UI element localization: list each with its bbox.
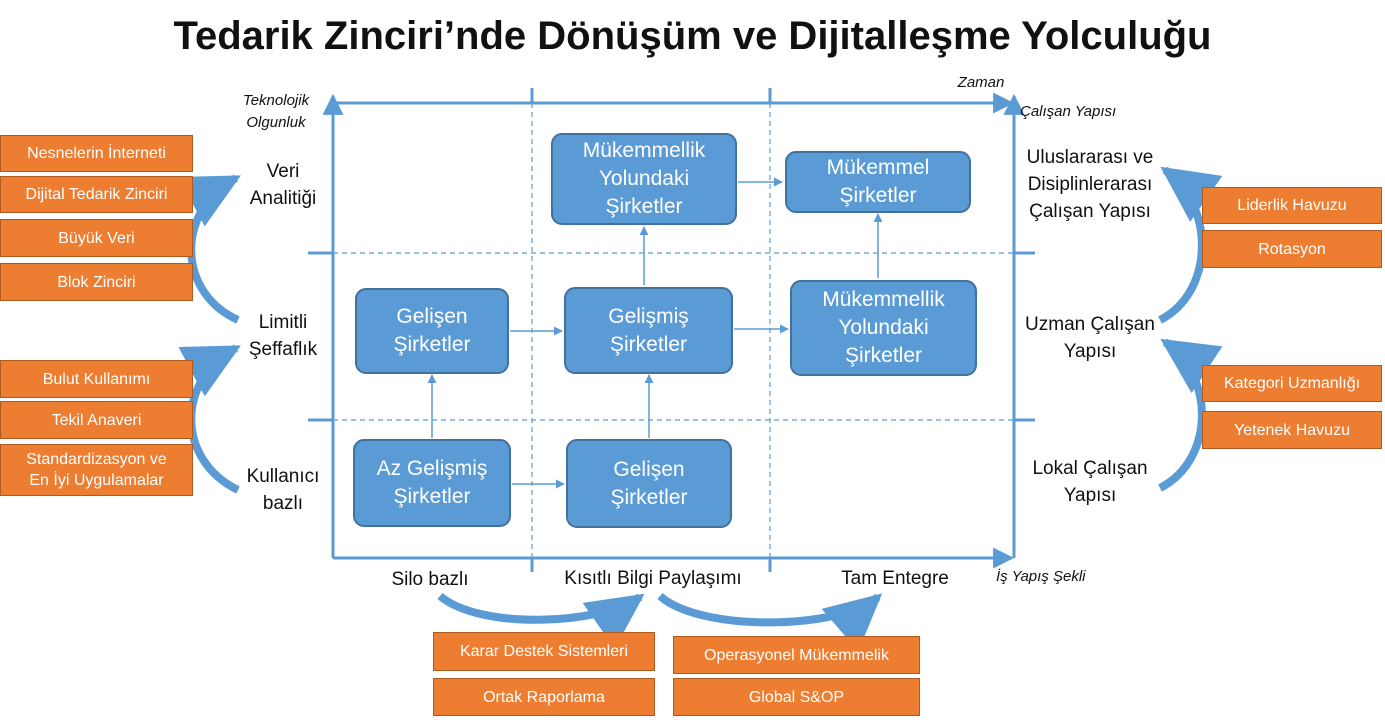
right-level-3: Lokal Çalışan Yapısı (1032, 458, 1148, 506)
right-level-1: Uluslararası ve Disiplinlerarası Çalışan… (1026, 147, 1154, 222)
box-mid-mid: Gelişmiş Şirketler (564, 287, 733, 374)
x-axis-bottom-label: İş Yapış Şekli (996, 568, 1086, 585)
tag-bottom-right-1: Operasyonel Mükemmelik (673, 636, 920, 674)
right-axis-label: Çalışan Yapısı (1020, 103, 1117, 120)
box-top-mid: Mükemmellik Yolundaki Şirketler (551, 133, 737, 225)
tag-left-bottom-2: Tekil Anaveri (0, 401, 193, 439)
y-axis-label: Teknolojik Olgunluk (242, 92, 310, 131)
right-upper-curve (1158, 166, 1223, 324)
box-mid-left: Gelişen Şirketler (355, 288, 509, 374)
tag-right-top-1: Liderlik Havuzu (1202, 187, 1382, 224)
bottom-level-2: Kısıtlı Bilgi Paylaşımı (564, 568, 742, 589)
box-bot-mid: Gelişen Şirketler (566, 439, 732, 528)
tag-right-bottom-2: Yetenek Havuzu (1202, 411, 1382, 449)
bottom-level-1: Silo bazlı (391, 569, 469, 590)
left-level-3: Kullanıcı bazlı (246, 466, 320, 514)
box-top-right: Mükemmel Şirketler (785, 151, 971, 213)
page-title: Tedarik Zinciri’nde Dönüşüm ve Dijitalle… (173, 14, 1212, 58)
tag-right-top-2: Rotasyon (1202, 230, 1382, 268)
bottom-left-curve (437, 592, 645, 649)
tag-left-bottom-1: Bulut Kullanımı (0, 360, 193, 398)
right-level-2: Uzman Çalışan Yapısı (1025, 314, 1155, 362)
box-bot-left: Az Gelişmiş Şirketler (353, 439, 511, 527)
tag-left-top-4: Blok Zinciri (0, 263, 193, 301)
x-axis-top-label: Zaman (957, 74, 1005, 91)
tag-right-bottom-1: Kategori Uzmanlığı (1202, 365, 1382, 402)
box-mid-right: Mükemmellik Yolundaki Şirketler (790, 280, 977, 376)
right-lower-curve (1158, 338, 1223, 492)
tag-left-top-1: Nesnelerin İnterneti (0, 135, 193, 172)
tag-left-top-2: Dijital Tedarik Zinciri (0, 176, 193, 213)
tag-bottom-left-2: Ortak Raporlama (433, 678, 655, 716)
tag-left-top-3: Büyük Veri (0, 219, 193, 257)
tag-bottom-right-2: Global S&OP (673, 678, 920, 716)
left-level-2: Limitli Şeffaflık (248, 312, 318, 360)
bottom-right-curve (657, 592, 883, 652)
bottom-level-3: Tam Entegre (841, 568, 949, 589)
tag-bottom-left-1: Karar Destek Sistemleri (433, 632, 655, 671)
tag-left-bottom-3: Standardizasyon ve En İyi Uygulamalar (0, 444, 193, 496)
left-level-1: Veri Analitiği (249, 161, 317, 209)
